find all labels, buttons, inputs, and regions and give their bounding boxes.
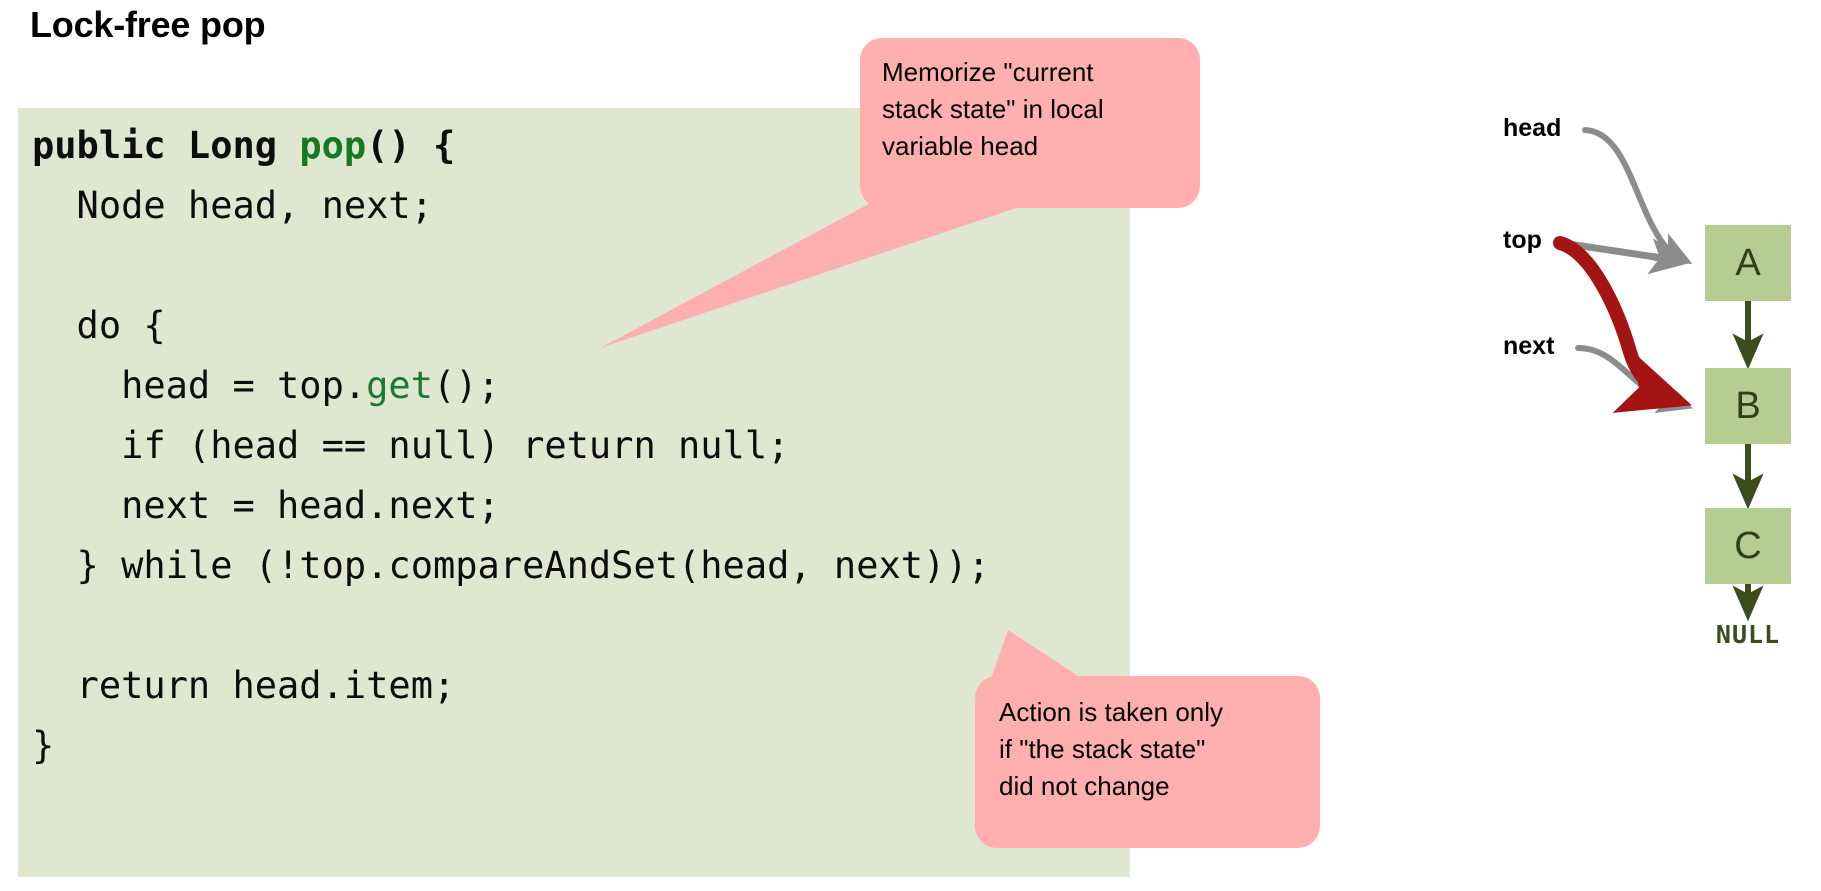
code-token: return head.item; (32, 664, 456, 707)
action-callout: Action is taken only if "the stack state… (975, 676, 1320, 848)
callout-line: Action is taken only (999, 697, 1224, 727)
code-token: (); (432, 364, 500, 407)
callout-line: Memorize "current (882, 57, 1094, 87)
code-token: get (366, 364, 433, 407)
code-line (32, 596, 990, 656)
top-pointer-arrow (1558, 238, 1692, 275)
pointer-label-head: head (1503, 114, 1562, 142)
code-line: return head.item; (32, 656, 990, 716)
code-token: if (head == null) return null; (32, 424, 790, 467)
code-token: head = top. (32, 364, 367, 407)
stack-diagram: head top next A B C NULL (1480, 80, 1821, 780)
callout-line: if "the stack state" (999, 734, 1206, 764)
head-pointer-arrow (1582, 127, 1693, 264)
code-token: } while (!top.compareAndSet(head, next))… (32, 544, 990, 587)
code-line: Node head, next; (32, 176, 990, 236)
page-title: Lock-free pop (30, 4, 266, 45)
code-token: do { (32, 304, 166, 347)
code-line: next = head.next; (32, 476, 990, 536)
code-line: head = top.get(); (32, 356, 990, 416)
code-line: public Long pop() { (32, 116, 990, 176)
callout-line: stack state" in local (882, 94, 1104, 124)
code-block: public Long pop() { Node head, next; do … (18, 108, 1130, 877)
code-token: public Long (32, 124, 300, 167)
code-token: } (32, 724, 55, 767)
null-terminator-label: NULL (1715, 620, 1781, 649)
code-line: } while (!top.compareAndSet(head, next))… (32, 536, 990, 596)
code-token: Node head, next; (32, 184, 433, 227)
code-line: if (head == null) return null; (32, 416, 990, 476)
pointer-label-next: next (1503, 332, 1555, 360)
diagram-arrows (1553, 127, 1764, 622)
memorize-callout: Memorize "current stack state" in local … (860, 38, 1200, 208)
callout-line: did not change (999, 771, 1170, 801)
pointer-label-top: top (1503, 226, 1542, 254)
code-line: do { (32, 296, 990, 356)
code-token: pop (299, 124, 367, 167)
code-token: () { (366, 124, 456, 167)
stack-node-b: B (1705, 368, 1791, 444)
code-line (32, 236, 990, 296)
callout-line: variable head (882, 131, 1039, 161)
top-to-b-highlight-arrow (1553, 236, 1692, 413)
code-listing: public Long pop() { Node head, next; do … (32, 116, 990, 776)
code-token: next = head.next; (32, 484, 500, 527)
stack-node-a: A (1705, 225, 1791, 301)
code-line: } (32, 716, 990, 776)
stack-node-c: C (1705, 508, 1791, 584)
